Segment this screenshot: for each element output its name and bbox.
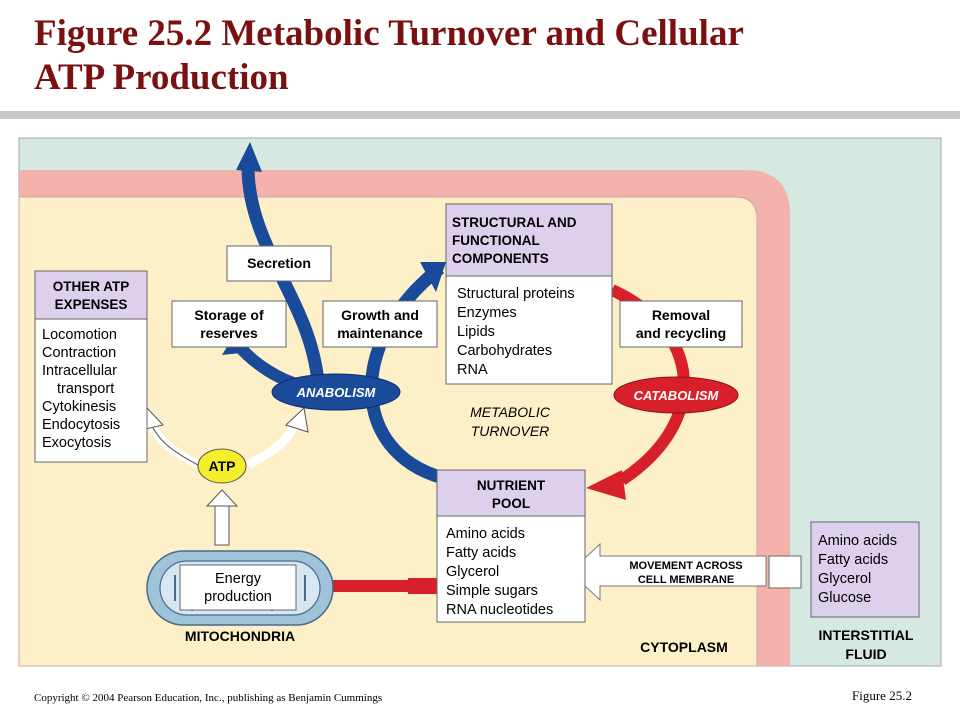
growth-box (322, 300, 438, 348)
secretion-label: Secretion (247, 255, 311, 271)
growth-label-1: Growth and (341, 307, 419, 323)
energy-arrow-tail (408, 578, 438, 594)
energy-box (179, 564, 297, 611)
structural-item: Lipids (457, 324, 495, 340)
other-atp-item: Contraction (42, 345, 116, 361)
interstitial-item: Glycerol (818, 571, 871, 587)
other-atp-heading-2: EXPENSES (55, 297, 128, 312)
anabolism-oval (271, 373, 401, 411)
metabolic-turnover-1: METABOLIC (470, 404, 551, 420)
structural-item: Structural proteins (457, 286, 575, 302)
other-atp-item: Endocytosis (42, 417, 120, 433)
movement-arrow (569, 542, 767, 602)
nutrient-body (436, 515, 586, 623)
storage-label-2: reserves (200, 325, 258, 341)
other-atp-item: transport (57, 381, 114, 397)
removal-label-2: and recycling (636, 325, 726, 341)
structural-item: Carbohydrates (457, 343, 552, 359)
atp-arrow-up-head (205, 489, 239, 507)
nutrient-item: Fatty acids (446, 545, 516, 561)
page-title: Figure 25.2 Metabolic Turnover and Cellu… (34, 12, 934, 100)
nutrient-item: RNA nucleotides (446, 602, 553, 618)
structural-item: Enzymes (457, 305, 517, 321)
title-line-1: Figure 25.2 Metabolic Turnover and Cellu… (34, 13, 744, 54)
structural-header (445, 203, 613, 277)
mitochondria-label: MITOCHONDRIA (185, 628, 295, 644)
removal-box (619, 300, 743, 348)
other-atp-item: Locomotion (42, 327, 117, 343)
interstitial-fluid-label-1: INTERSTITIAL (819, 627, 914, 643)
interstitial-item: Fatty acids (818, 552, 888, 568)
other-atp-heading-1: OTHER ATP (53, 279, 130, 294)
interstitial-box (810, 521, 920, 618)
secretion-arrow-head (236, 142, 262, 172)
anabolism-label: ANABOLISM (296, 385, 377, 400)
movement-label-2: CELL MEMBRANE (638, 574, 734, 586)
interstitial-item: Glucose (818, 590, 871, 606)
atp-label: ATP (209, 458, 236, 474)
storage-label-1: Storage of (194, 307, 264, 323)
metabolic-turnover-2: TURNOVER (471, 423, 550, 439)
atp-arrow-up (214, 504, 230, 546)
catabolism-arc-head (586, 470, 626, 500)
energy-label-1: Energy (215, 571, 262, 587)
catabolism-label: CATABOLISM (634, 388, 720, 403)
removal-label-1: Removal (652, 307, 710, 323)
membrane-channel (768, 555, 802, 589)
interstitial-fluid-label-2: FLUID (845, 646, 886, 662)
other-atp-item: Cytokinesis (42, 399, 116, 415)
other-atp-item: Intracellular (42, 363, 117, 379)
growth-label-2: maintenance (337, 325, 423, 341)
structural-body (445, 275, 613, 385)
title-divider (0, 111, 960, 119)
copyright-notice: Copyright © 2004 Pearson Education, Inc.… (34, 692, 383, 704)
nutrient-heading-1: NUTRIENT (477, 478, 546, 493)
storage-box (171, 300, 287, 348)
other-atp-header (34, 270, 148, 320)
anabolism-arc-head (420, 262, 446, 292)
nutrient-item: Glycerol (446, 564, 499, 580)
atp-oval (197, 448, 247, 484)
structural-heading-2: FUNCTIONAL (452, 233, 540, 248)
movement-label-1: MOVEMENT ACROSS (629, 560, 742, 572)
figure-reference: Figure 25.2 (852, 688, 912, 703)
catabolism-oval (613, 376, 739, 414)
other-atp-item: Exocytosis (42, 435, 111, 451)
nutrient-header (436, 469, 586, 517)
interstitial-item: Amino acids (818, 533, 897, 549)
secretion-box (226, 245, 332, 282)
nutrient-item: Amino acids (446, 526, 525, 542)
other-atp-body (34, 318, 148, 463)
title-line-2: ATP Production (34, 57, 289, 98)
energy-label-2: production (204, 589, 272, 605)
structural-heading-1: STRUCTURAL AND (452, 215, 577, 230)
structural-heading-3: COMPONENTS (452, 251, 549, 266)
nutrient-heading-2: POOL (492, 496, 530, 511)
structural-item: RNA (457, 362, 488, 378)
nutrient-item: Simple sugars (446, 583, 538, 599)
atp-arrow-right-head (285, 406, 309, 433)
cytoplasm-label: CYTOPLASM (640, 639, 728, 655)
